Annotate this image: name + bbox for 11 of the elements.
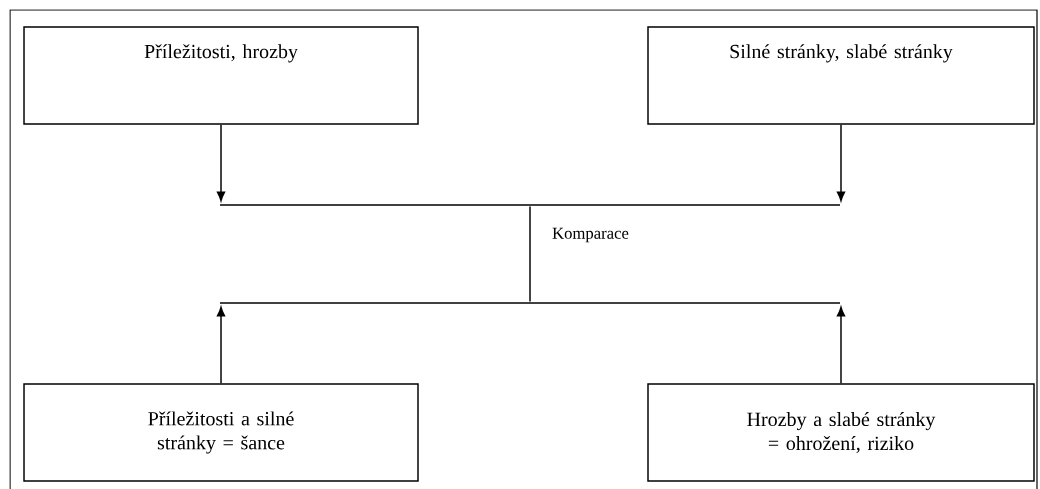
arrow (836, 124, 846, 202)
arrow (216, 306, 226, 384)
edge-label: Komparace (549, 225, 632, 245)
text-box: Hrozby a slabé stránky = ohrožení, riziko (647, 383, 1035, 482)
arrow (836, 306, 846, 384)
text-box: Příležitosti, hrozby (23, 26, 419, 125)
text-box: Silné stránky, slabé stránky (647, 26, 1035, 125)
arrow (216, 124, 226, 202)
junction-line (220, 204, 840, 206)
junction-line (220, 302, 840, 304)
text-box: Příležitosti a silné stránky = šance (23, 383, 419, 482)
